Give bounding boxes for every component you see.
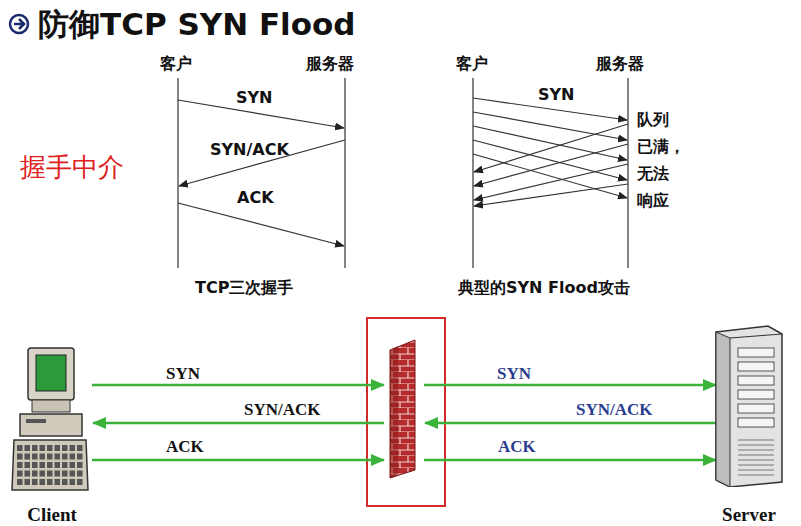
message-label: SYN xyxy=(236,88,273,107)
lifeline-label: 客户 xyxy=(160,54,192,75)
title: 防御TCP SYN Flood xyxy=(38,4,356,46)
message-label: SYN/ACK xyxy=(244,400,321,420)
lifeline-label: 服务器 xyxy=(596,54,644,75)
flood-sequence xyxy=(473,78,628,268)
highlight-box xyxy=(367,318,445,506)
lifeline-label: 服务器 xyxy=(306,54,354,75)
bullet-icon xyxy=(10,15,28,33)
caption: TCP三次握手 xyxy=(195,278,293,299)
message-label: SYN xyxy=(497,364,531,384)
device-label: Client xyxy=(10,504,94,526)
flow-arrows xyxy=(92,385,716,460)
message-label: ACK xyxy=(166,437,204,457)
note: 握手中介 xyxy=(20,150,124,185)
message-label: ACK xyxy=(237,188,274,207)
message-label: SYN/ACK xyxy=(576,400,653,420)
message-label: ACK xyxy=(498,437,536,457)
message-label: SYN xyxy=(538,85,575,104)
caption: 典型的SYN Flood攻击 xyxy=(458,278,630,299)
device-label: Server xyxy=(702,504,796,526)
handshake-sequence xyxy=(178,78,345,268)
client-icon xyxy=(10,340,90,505)
message-label: SYN/ACK xyxy=(210,140,289,159)
device-node: Client xyxy=(10,340,94,526)
server-icon xyxy=(702,322,792,487)
lifeline-label: 客户 xyxy=(456,54,488,75)
firewall-icon xyxy=(390,340,415,478)
device-node: Server xyxy=(702,322,796,526)
message-label: SYN xyxy=(166,364,200,384)
status-note: 队列 已满， 无法 响应 xyxy=(637,106,690,214)
